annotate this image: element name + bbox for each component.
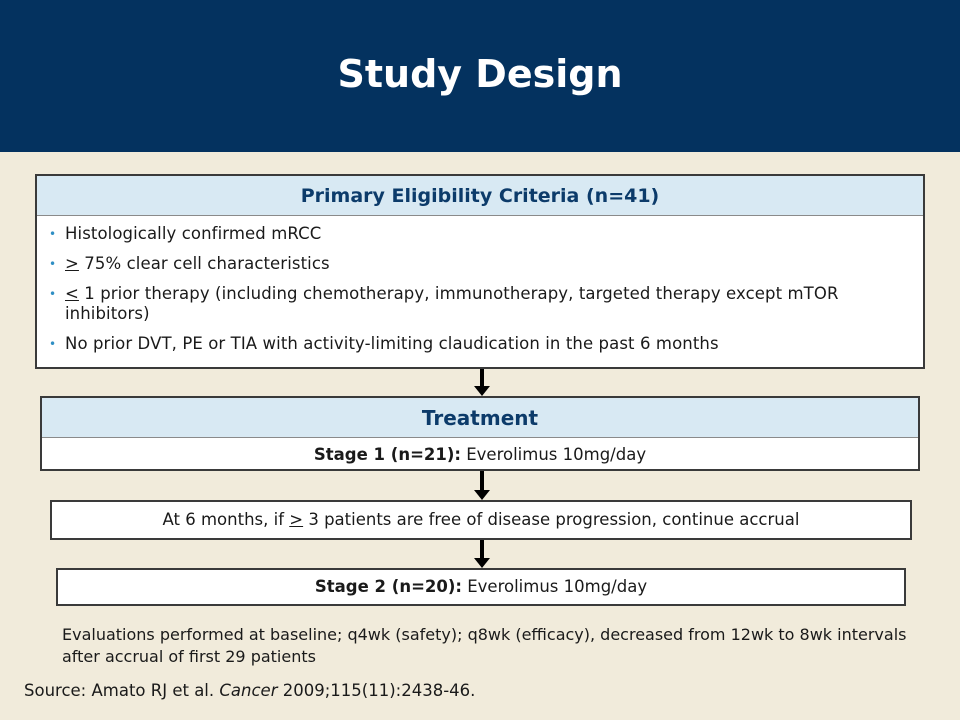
- source-suffix: 2009;115(11):2438-46.: [277, 681, 476, 700]
- criterion-symbol: >: [65, 254, 79, 273]
- stage1-label: Stage 1 (n=21):: [313, 445, 461, 464]
- bullet-icon: •: [49, 227, 57, 241]
- interim-analysis-box: At 6 months, if > 3 patients are free of…: [50, 500, 912, 540]
- criterion-text: 1 prior therapy (including chemotherapy,…: [65, 284, 839, 323]
- criterion-item: • No prior DVT, PE or TIA with activity-…: [47, 334, 913, 354]
- criterion-symbol: <: [65, 284, 79, 303]
- treatment-heading: Treatment: [42, 398, 918, 438]
- down-arrow-icon: [474, 369, 490, 396]
- criterion-text: No prior DVT, PE or TIA with activity-li…: [65, 334, 719, 353]
- eligibility-criteria-list: • Histologically confirmed mRCC • > 75% …: [37, 224, 923, 354]
- stage2-label: Stage 2 (n=20):: [314, 577, 462, 596]
- stage2-box: Stage 2 (n=20): Everolimus 10mg/day: [56, 568, 906, 606]
- interim-symbol: >: [289, 510, 304, 529]
- source-journal: Cancer: [219, 681, 278, 700]
- down-arrow-icon: [474, 540, 490, 568]
- stage1-drug: Everolimus 10mg/day: [461, 445, 647, 464]
- stage1-line: Stage 1 (n=21): Everolimus 10mg/day: [42, 438, 918, 471]
- criterion-item: • Histologically confirmed mRCC: [47, 224, 913, 244]
- slide-title: Study Design: [337, 52, 623, 96]
- criterion-item: • > 75% clear cell characteristics: [47, 254, 913, 274]
- stage2-drug: Everolimus 10mg/day: [462, 577, 648, 596]
- criterion-item: • < 1 prior therapy (including chemother…: [47, 284, 913, 324]
- title-banner: Study Design: [0, 0, 960, 152]
- interim-text-before: At 6 months, if: [162, 510, 290, 529]
- evaluations-note: Evaluations performed at baseline; q4wk …: [62, 625, 907, 666]
- treatment-box: Treatment Stage 1 (n=21): Everolimus 10m…: [40, 396, 920, 471]
- bullet-icon: •: [49, 257, 57, 271]
- eligibility-heading: Primary Eligibility Criteria (n=41): [37, 176, 923, 216]
- bullet-icon: •: [49, 337, 57, 351]
- bullet-icon: •: [49, 287, 57, 301]
- criterion-text: 75% clear cell characteristics: [78, 254, 330, 273]
- interim-text-after: 3 patients are free of disease progressi…: [303, 510, 800, 529]
- eligibility-criteria-box: Primary Eligibility Criteria (n=41) • Hi…: [35, 174, 925, 369]
- source-prefix: Source: Amato RJ et al.: [24, 681, 220, 700]
- criterion-text: Histologically confirmed mRCC: [65, 224, 322, 243]
- source-citation: Source: Amato RJ et al. Cancer 2009;115(…: [24, 680, 475, 702]
- down-arrow-icon: [474, 471, 490, 500]
